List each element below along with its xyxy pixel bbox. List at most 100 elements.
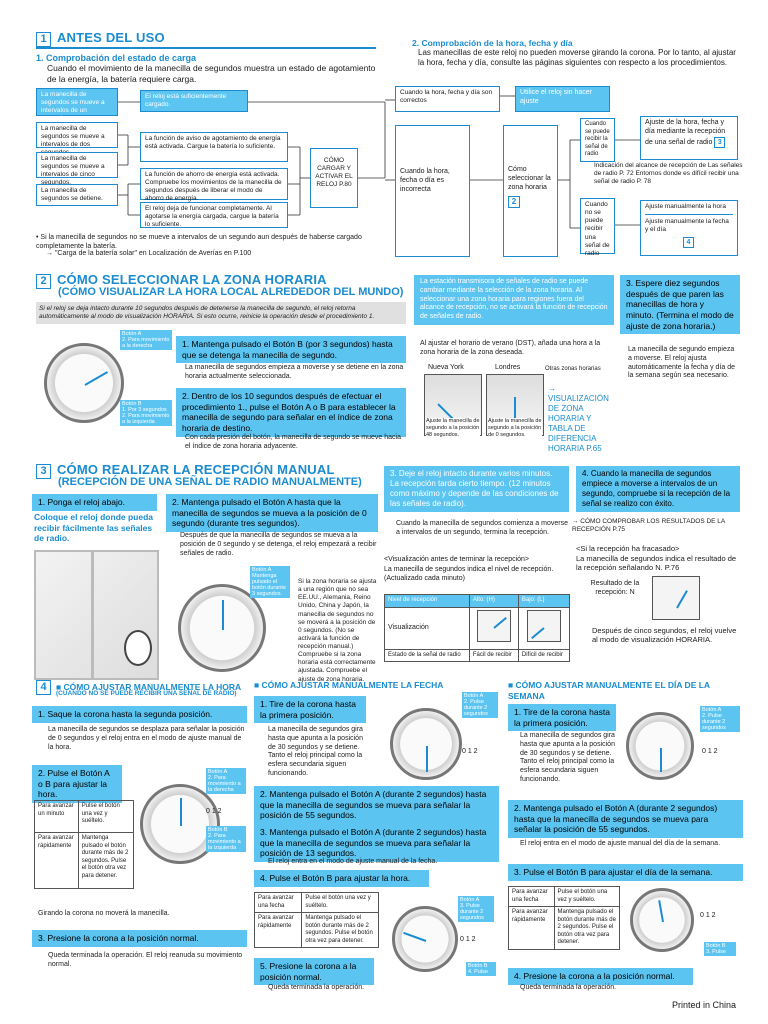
s4-d-step4-note: Queda terminada la operación. — [520, 984, 617, 991]
s4-d-watch1-hand — [660, 748, 662, 772]
s3-vis-text: La manecilla de segundos indica el nivel… — [384, 566, 554, 582]
s4-f-tbl-1b: Pulse el botón una vez y suéltelo. — [301, 892, 379, 913]
section-1-rule — [36, 47, 376, 49]
flow-no-adjust: Utilice el reloj sin hacer ajuste — [515, 86, 610, 112]
s4-h-tbl-2a: Para avanzar rápidamente — [34, 832, 79, 889]
flow-select-zone: Cómo seleccionar la zona horaria 2 — [503, 125, 558, 257]
s4-f-btn-a2: Botón A 3. Pulse durante 2 segundos — [458, 896, 494, 923]
s3-fail-text: La manecilla de segundos indica el resul… — [576, 554, 737, 573]
flow-stop: La manecilla de segundos se detiene. — [36, 184, 118, 206]
s3-step1: 1. Ponga el reloj abajo. — [32, 494, 157, 511]
s4-d-step1: 1. Tire de la corona hasta la primera po… — [508, 704, 616, 732]
flow-range: Indicación del alcance de recepción de L… — [594, 162, 743, 186]
s2-dst: Al ajustar el horario de verano (DST), a… — [420, 340, 601, 356]
footer-printed: Printed in China — [672, 1000, 737, 1010]
s4-h-step3: 3. Presione la corona a la posición norm… — [32, 930, 247, 947]
flow-lines — [118, 95, 640, 229]
s4-f-watch1-hand — [426, 746, 428, 772]
section-3-subtitle: (RECEPCIÓN DE UNA SEÑAL DE RADIO MANUALM… — [58, 476, 362, 488]
s3-result: Resultado de la recepción: N — [590, 580, 640, 596]
s3-tbl-hard: Difícil de recibir — [517, 648, 571, 662]
flow-power-save: La función de ahorro de energía está act… — [140, 168, 288, 202]
s2-watch — [44, 343, 124, 423]
s3-btn-a-sub: Mantenga pulsado el botón durante 3 segu… — [252, 573, 286, 598]
s2-step3-note: La manecilla de segundo empieza a movers… — [628, 346, 736, 380]
s2-ny-caption: Ajuste la manecilla de segundo a la posi… — [426, 418, 480, 439]
s3-fail-title: <Si la recepción ha fracasado> — [576, 544, 680, 553]
s2-ref: → VISUALIZACIÓN DE ZONA HORARIA Y TABLA … — [548, 384, 609, 453]
s2-btn-b-sub1: 1. Por 3 segundos — [122, 407, 167, 414]
s2-step1-note: La manecilla de segundos empieza a mover… — [185, 364, 404, 380]
flow-cannot-receive: Cuando no se puede recibir una señal de … — [580, 198, 615, 257]
s3-tbl-h2: Alto: (H) — [468, 594, 519, 608]
s3-step2: 2. Mantenga pulsado el Botón A hasta que… — [166, 494, 378, 532]
section-1-header: 1 ANTES DEL USO — [36, 30, 165, 47]
s4-h-btn-b-label: Botón B — [208, 827, 228, 833]
s4-f-step5: 5. Presione la corona a la posición norm… — [254, 958, 374, 986]
s4-d-crown-pos: 0 1 2 — [702, 748, 718, 755]
s3-tbl-h3: Bajo: (L) — [517, 594, 571, 608]
section-1-title: ANTES DEL USO — [56, 30, 165, 45]
s4-h-crown-pos: 0 1 2 — [206, 808, 222, 815]
s4-f-btn-a: Botón A 2. Pulse durante 2 segundos — [462, 692, 498, 719]
flow-manual-date: Ajuste manualmente la fecha y el día — [645, 218, 729, 234]
s4-d-tbl-2b: Mantenga pulsado el botón durante más de… — [553, 906, 621, 950]
s4-h3: ■ CÓMO AJUSTAR MANUALMENTE EL DÍA DE LA … — [508, 680, 710, 701]
s4-f-watch2-hand — [403, 931, 427, 942]
s4-f-watch1 — [390, 708, 462, 780]
s3-tbl-r2: Estado de la señal de radio — [384, 648, 470, 662]
s4-d-step2-note: El reloj entra en el modo de ajuste manu… — [520, 840, 721, 847]
s2-btn-b: Botón B 1. Por 3 segundos 2. Para movimi… — [120, 400, 172, 427]
s3-btn-a: Botón A Mantenga pulsado el botón durant… — [250, 566, 290, 599]
s1-footnote-ref: → "Carga de la batería solar" en Localiz… — [46, 250, 252, 257]
flow-select-zone-label: Cómo seleccionar la zona horaria — [508, 166, 551, 191]
section-2-subtitle: (CÓMO VISUALIZAR LA HORA LOCAL ALREDEDOR… — [58, 286, 404, 298]
s3-window-frame — [91, 552, 94, 678]
s2-step2: 2. Dentro de los 10 segundos después de … — [176, 388, 406, 437]
s2-london-label: Londres — [495, 364, 521, 371]
s1-intro2: Las manecillas de este reloj no pueden m… — [418, 48, 736, 67]
flow-radio-num: 3 — [714, 136, 726, 148]
section-2-title: CÓMO SELECCIONAR LA ZONA HORARIA — [56, 272, 327, 287]
section-1-number: 1 — [36, 32, 51, 47]
s3-result-hand — [676, 590, 688, 609]
s4-d-watch1 — [626, 712, 694, 780]
s4-d-btn-b-label: Botón B — [706, 943, 726, 949]
section-2-header: 2 CÓMO SELECCIONAR LA ZONA HORARIA — [36, 272, 327, 289]
s4-d-watch2 — [630, 888, 694, 952]
s3-watch-hand — [222, 600, 224, 630]
s3-after: Después de cinco segundos, el reloj vuel… — [592, 626, 737, 645]
s3-window-illustration — [34, 550, 159, 680]
s1-intro1: Cuando el movimiento de la manecilla de … — [47, 63, 376, 84]
s4-d-btn-a: Botón A 2. Pulse durante 2 segundos — [700, 706, 740, 733]
s2-step1: 1. Mantenga pulsado el Botón B (por 3 se… — [176, 336, 406, 364]
flow-correct: Cuando la hora, fecha y día son correcto… — [395, 86, 500, 112]
s4-h-btn-b: Botón B 2. Para movimiento a la izquierd… — [206, 826, 246, 853]
flow-1s-result: El reloj está suficientemente cargado. — [140, 90, 248, 112]
s4-h1-sub: (CUANDO NO SE PUEDE RECIBIR UNA SEÑAL DE… — [56, 690, 237, 697]
s4-d-step2: 2. Mantenga pulsado el Botón A (durante … — [508, 800, 743, 838]
flow-radio-adjust-label: Ajuste de la hora, fecha y día mediante … — [645, 119, 726, 146]
s4-d-crown-pos2: 0 1 2 — [700, 912, 716, 919]
s4-h-step2: 2. Pulse el Botón A o B para ajustar la … — [32, 765, 122, 803]
s3-watch — [178, 584, 266, 672]
s3-step1-note: Coloque el reloj donde pueda recibir fác… — [34, 512, 154, 544]
s4-h-step3-note: Queda terminada la operación. El reloj r… — [48, 952, 243, 968]
flow-5s: La manecilla de segundos se mueve a inte… — [36, 152, 118, 186]
s3-tbl-r1: Visualización — [384, 606, 470, 650]
s4-f-step4: 4. Pulse el Botón B para ajustar la hora… — [254, 870, 429, 887]
s4-f-tbl-2b: Mantenga pulsado el botón durante más de… — [301, 912, 379, 948]
s4-d-btn-b-sub: 3. Pulse — [706, 949, 726, 956]
s4-f-step1-note: La manecilla de segundos gira hasta que … — [268, 726, 363, 777]
s2-station: La estación transmisora de señales de ra… — [414, 275, 614, 325]
s1-sub1: 1. Comprobación del estado de carga — [36, 53, 197, 63]
s3-ref: → CÓMO COMPROBAR LOS RESULTADOS DE LA RE… — [572, 518, 725, 534]
s3-step3-note: Cuando la manecilla de segundos comienza… — [396, 520, 568, 536]
s4-d-btn-b: Botón B 3. Pulse — [704, 942, 736, 957]
s2-btn-b-sub2: 2. Para movimiento a la izquierda — [122, 413, 170, 426]
s3-result-dial — [652, 576, 700, 620]
s1-sub2: 2. Comprobación de la hora, fecha y día — [412, 38, 573, 48]
section-3-number: 3 — [36, 464, 51, 479]
